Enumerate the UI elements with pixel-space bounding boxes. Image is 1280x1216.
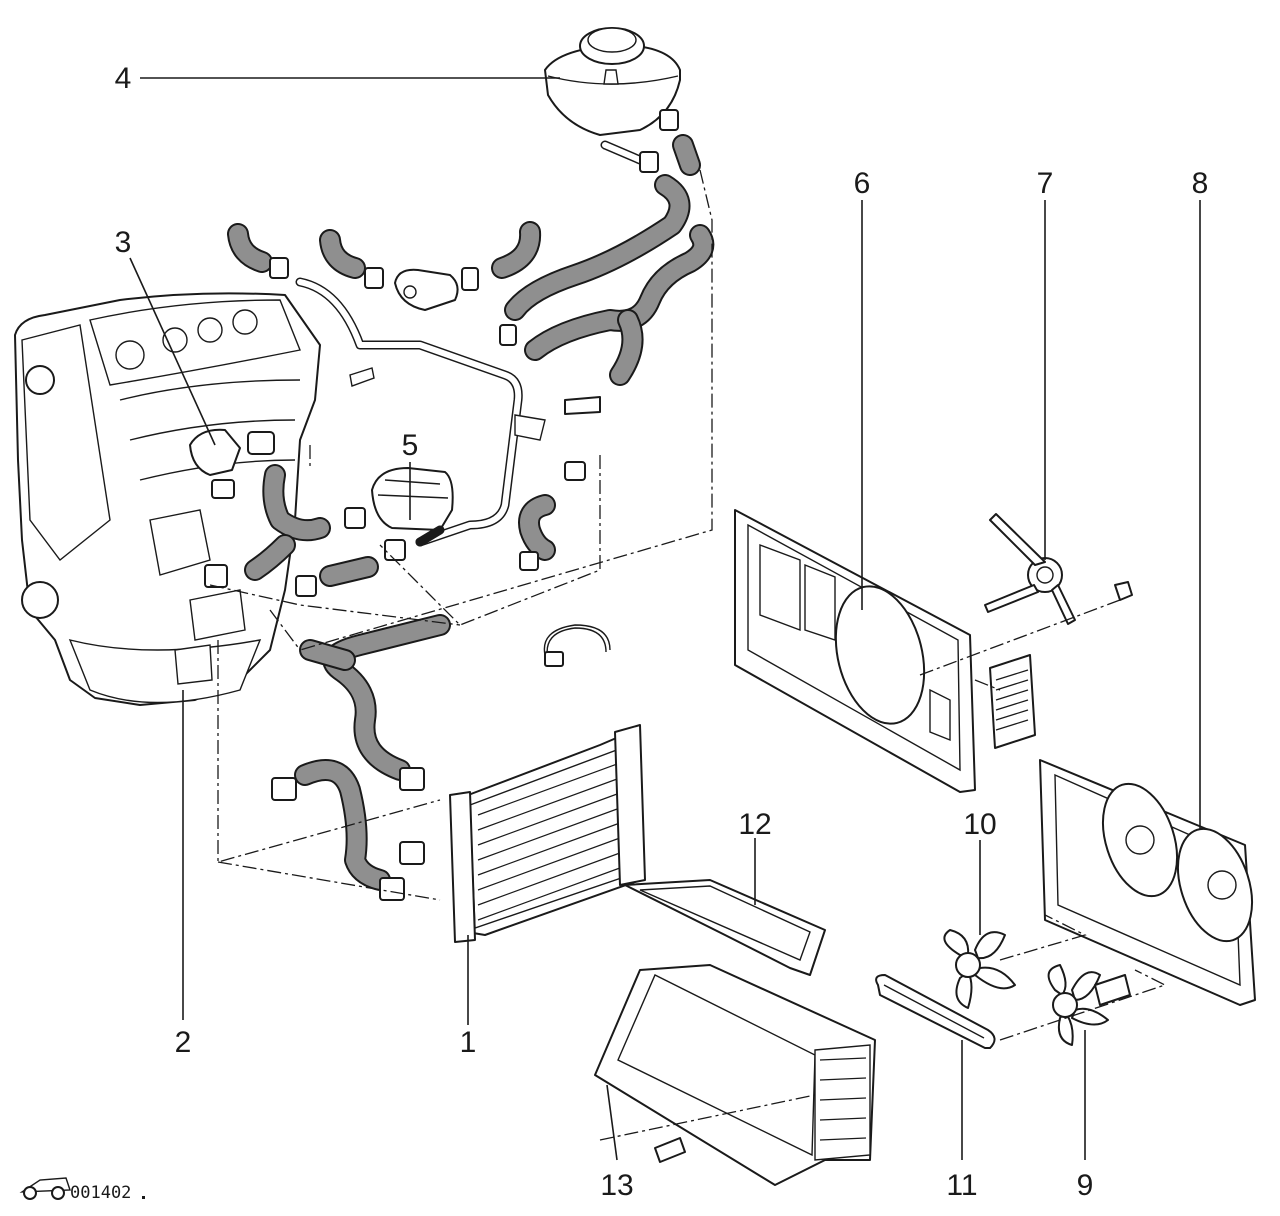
- callout-8: 8: [1192, 167, 1209, 200]
- callout-9: 9: [1077, 1169, 1094, 1202]
- air-deflector: [624, 879, 826, 976]
- callout-6: 6: [854, 167, 871, 200]
- callout-11: 11: [946, 1169, 977, 1202]
- drive-belt: [875, 974, 996, 1049]
- radiator: [449, 724, 646, 943]
- thermostat-housing: [269, 109, 679, 346]
- leader-lines: [129, 77, 1201, 1161]
- callout-4: 4: [115, 62, 132, 95]
- lower-hoses: [271, 614, 451, 901]
- fan-bracket: [984, 513, 1133, 625]
- coolant-reservoir: [371, 467, 454, 531]
- figure-id: 001402: [70, 1183, 131, 1203]
- callout-7: 7: [1037, 167, 1054, 200]
- callout-2: 2: [175, 1026, 192, 1059]
- fan-10: [943, 929, 1016, 1009]
- fan-shroud-front: [734, 509, 976, 793]
- callout-13: 13: [600, 1169, 633, 1202]
- callout-1: 1: [460, 1026, 477, 1059]
- car-logo-icon: [19, 1177, 71, 1200]
- middle-hoses: [204, 461, 586, 597]
- fan-shroud-rear: [1039, 759, 1256, 1006]
- engine-block: [14, 292, 321, 706]
- callout-5: 5: [402, 429, 419, 462]
- callout-3: 3: [115, 226, 132, 259]
- callout-10: 10: [963, 808, 996, 841]
- fan-9: [1047, 964, 1131, 1046]
- figure-reference: 001402: [19, 1177, 145, 1203]
- air-duct: [594, 964, 876, 1186]
- callout-12: 12: [738, 808, 771, 841]
- expansion-tank: [544, 27, 681, 136]
- upper-hoses: [227, 134, 715, 386]
- hose-clamp-ring: [543, 624, 611, 667]
- alignment-lines: [209, 169, 1167, 1141]
- coolant-pipe: [295, 277, 601, 547]
- grille-plate: [989, 654, 1036, 749]
- thermostat-outlet: [189, 428, 275, 499]
- radiator-fins: [477, 759, 629, 921]
- callouts: 1 2 3 4 5 6 7 8 9 10 11 12 13: [115, 62, 1209, 1202]
